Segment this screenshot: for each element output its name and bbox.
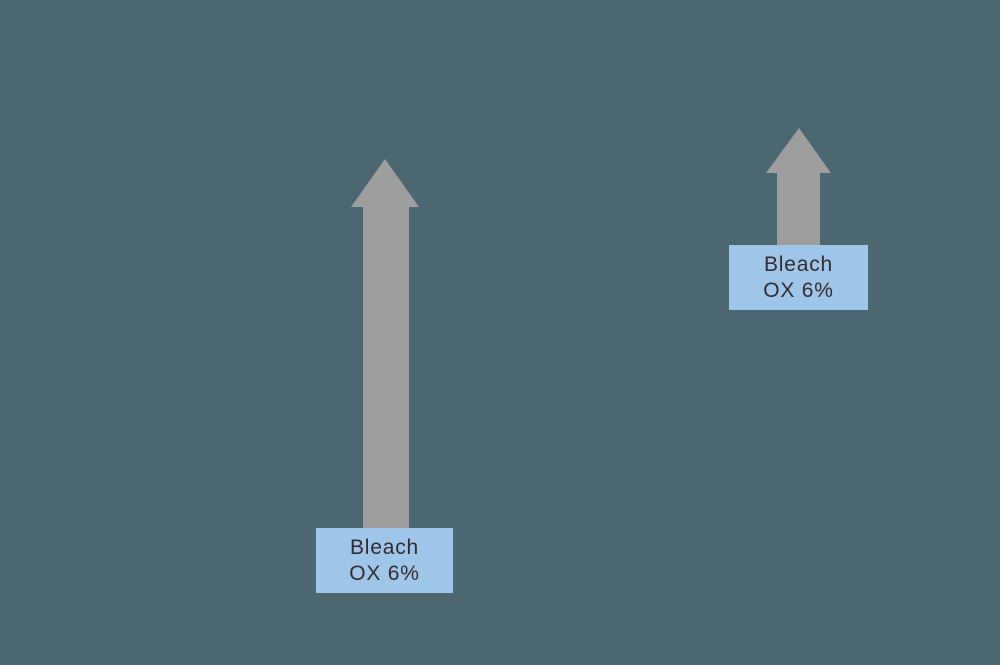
up-arrow-shape	[766, 128, 831, 245]
label-box-bleach-left: Bleach OX 6%	[316, 528, 453, 593]
up-arrow-icon	[351, 159, 419, 528]
up-arrow-icon	[766, 128, 831, 245]
label-line: Bleach	[763, 252, 833, 276]
label-box-bleach-right: Bleach OX 6%	[729, 245, 868, 310]
label-line: OX 6%	[349, 561, 420, 585]
label-line: OX 6%	[763, 278, 834, 302]
label-line: Bleach	[349, 535, 419, 559]
up-arrow-shape	[351, 159, 419, 528]
